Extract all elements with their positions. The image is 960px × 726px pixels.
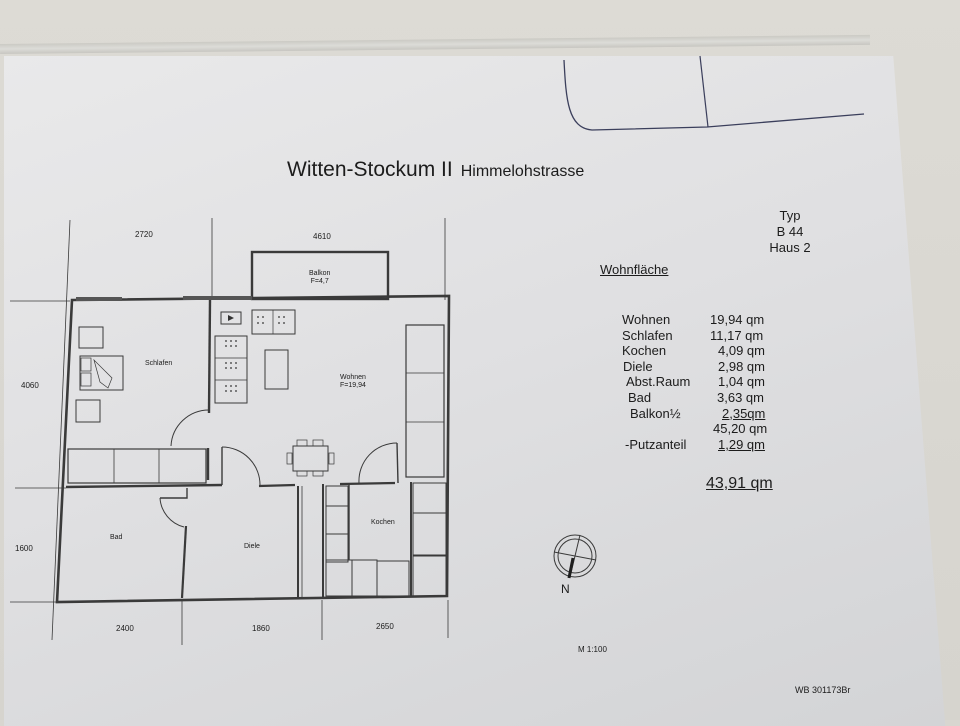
area-value: 3,63 qm bbox=[717, 389, 764, 405]
area-room: Wohnen bbox=[622, 312, 671, 327]
area-room: Kochen bbox=[622, 343, 667, 359]
scale-label: M 1:100 bbox=[578, 645, 607, 654]
title-street: Himmelohstrasse bbox=[460, 163, 585, 180]
wohnen-name: Wohnen bbox=[340, 374, 366, 381]
area-row: Schlafen 11,17 qm bbox=[622, 328, 767, 344]
north-label: N bbox=[561, 582, 570, 596]
area-value: 1,29 qm bbox=[718, 436, 765, 452]
area-value: 11,17 qm bbox=[710, 327, 764, 343]
type-block: Typ B 44 Haus 2 bbox=[760, 208, 820, 256]
type-code: B 44 bbox=[776, 224, 804, 239]
area-row: Kochen 4,09 qm bbox=[622, 343, 767, 359]
total-living-area: 43,91 qm bbox=[706, 475, 773, 492]
area-room: Balkon½ bbox=[630, 405, 681, 421]
area-subtotal-value: 45,20 qm bbox=[713, 421, 768, 437]
room-label-schlafen: Schlafen bbox=[145, 360, 173, 367]
paper-sheet bbox=[4, 56, 946, 726]
area-row: Bad 3,63 qm bbox=[622, 390, 767, 406]
type-label: Typ bbox=[779, 208, 801, 223]
document-title: Witten-Stockum II Himmelohstrasse bbox=[287, 158, 584, 182]
area-room: Abst.Raum bbox=[626, 374, 691, 390]
room-label-balkon: Balkon F=4,7 bbox=[309, 270, 330, 286]
dimension-bottom-3: 2650 bbox=[376, 622, 394, 631]
title-main: Witten-Stockum II bbox=[287, 158, 453, 181]
area-room: Schlafen bbox=[622, 327, 673, 343]
dimension-left-upper: 4060 bbox=[21, 381, 39, 390]
area-row: -Putzanteil 1,29 qm bbox=[622, 437, 767, 453]
wohnen-area: F=19,94 bbox=[340, 382, 366, 389]
room-label-wohnen: Wohnen F=19,94 bbox=[340, 374, 366, 390]
area-room: Diele bbox=[623, 358, 653, 374]
room-label-kochen: Kochen bbox=[371, 519, 395, 526]
balkon-area: F=4,7 bbox=[310, 278, 329, 285]
area-room: -Putzanteil bbox=[625, 436, 687, 452]
room-label-bad: Bad bbox=[110, 534, 123, 541]
living-area-heading: Wohnfläche bbox=[600, 262, 669, 277]
area-row: Wohnen 19,94 qm bbox=[622, 312, 767, 328]
area-room bbox=[622, 421, 710, 437]
dimension-bottom-1: 2400 bbox=[116, 624, 134, 633]
area-value: 1,04 qm bbox=[718, 374, 765, 390]
area-room: Bad bbox=[628, 389, 652, 405]
area-subtotal-row: 45,20 qm bbox=[622, 421, 767, 437]
balkon-name: Balkon bbox=[309, 270, 331, 277]
area-value: 2,98 qm bbox=[718, 358, 765, 374]
room-label-diele: Diele bbox=[244, 543, 260, 550]
area-row: Diele 2,98 qm bbox=[622, 359, 767, 375]
area-value: 2,35qm bbox=[722, 405, 766, 421]
dimension-top-left: 2720 bbox=[135, 230, 153, 239]
area-value: 19,94 qm bbox=[710, 312, 765, 327]
area-row: Balkon½ 2,35qm bbox=[622, 406, 767, 422]
dimension-bottom-2: 1860 bbox=[252, 624, 270, 633]
dimension-left-lower: 1600 bbox=[15, 544, 33, 553]
area-value: 4,09 qm bbox=[718, 343, 765, 359]
house-number: Haus 2 bbox=[769, 240, 811, 255]
area-list: Wohnen 19,94 qm Schlafen 11,17 qm Kochen 4,… bbox=[622, 312, 767, 452]
area-row: Abst.Raum 1,04 qm bbox=[622, 374, 767, 390]
reference-code: WB 301173Br bbox=[795, 685, 851, 695]
dimension-top-right: 4610 bbox=[313, 232, 331, 241]
